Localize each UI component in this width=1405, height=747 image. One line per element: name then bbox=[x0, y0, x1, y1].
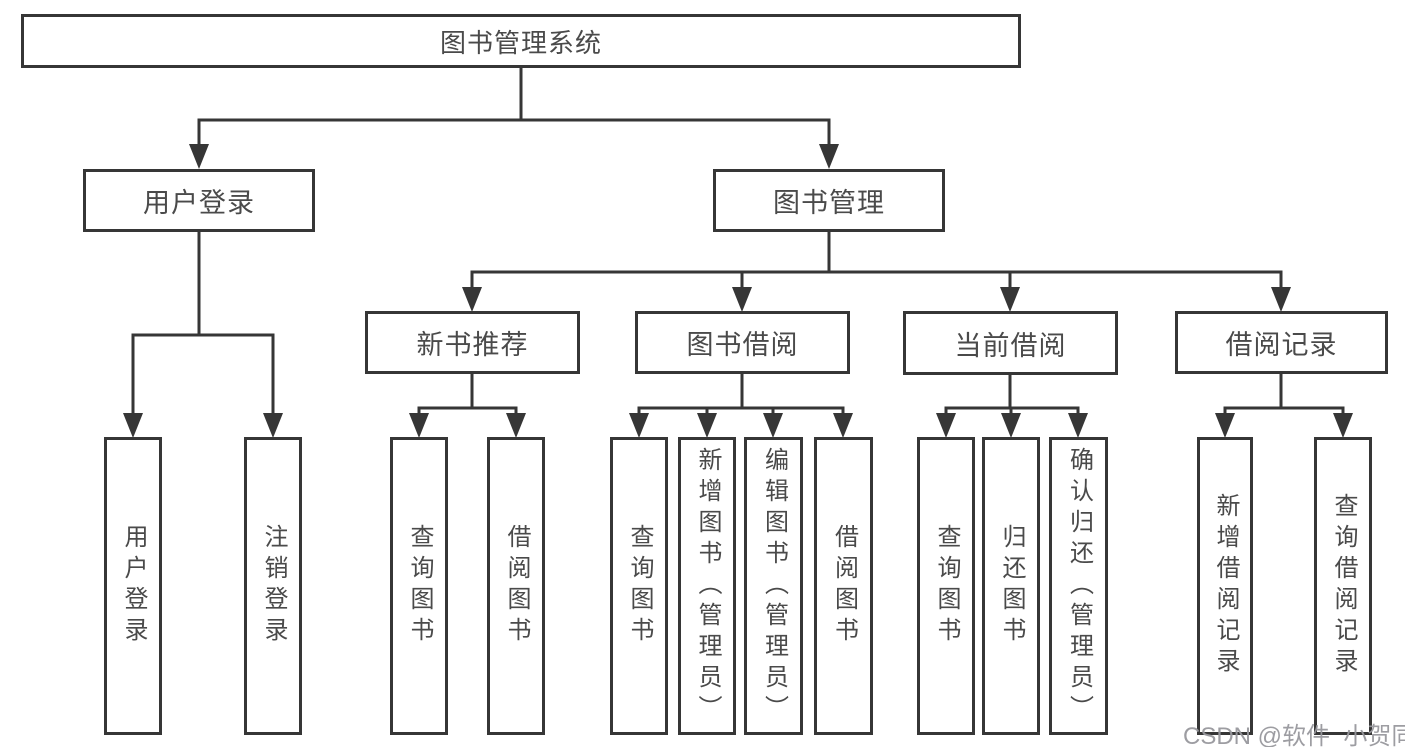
leaf-cb-return-books: 归还图书 bbox=[982, 437, 1040, 735]
node-root: 图书管理系统 bbox=[21, 14, 1021, 68]
leaf-bb-borrow-books: 借阅图书 bbox=[814, 437, 873, 735]
node-book-management: 图书管理 bbox=[713, 169, 945, 232]
node-borrow-records: 借阅记录 bbox=[1175, 311, 1388, 374]
leaf-nbr-borrow-books: 借阅图书 bbox=[487, 437, 545, 735]
node-user-login-label: 用户登录 bbox=[143, 188, 255, 218]
leaf-bb-borrow-books-label: 借阅图书 bbox=[830, 524, 858, 648]
node-user-login: 用户登录 bbox=[83, 169, 315, 232]
leaf-logout: 注销登录 bbox=[244, 437, 302, 735]
leaf-cb-return-books-label: 归还图书 bbox=[998, 524, 1025, 648]
leaf-br-add-record-label: 新增借阅记录 bbox=[1212, 493, 1239, 679]
leaf-bb-query-books-label: 查询图书 bbox=[626, 524, 653, 648]
leaf-cb-confirm-return-label: 确认归还（管理员） bbox=[1065, 446, 1093, 726]
leaf-nbr-borrow-books-label: 借阅图书 bbox=[503, 524, 530, 648]
leaf-user-login-label: 用户登录 bbox=[120, 524, 147, 648]
node-root-label: 图书管理系统 bbox=[439, 27, 602, 58]
node-new-book-recommend: 新书推荐 bbox=[365, 311, 580, 374]
node-borrow-records-label: 借阅记录 bbox=[1225, 330, 1338, 360]
node-book-borrow-label: 图书借阅 bbox=[686, 330, 799, 360]
leaf-cb-query-books: 查询图书 bbox=[917, 437, 975, 735]
leaf-nbr-query-books: 查询图书 bbox=[390, 437, 448, 735]
leaf-br-query-record-label: 查询借阅记录 bbox=[1330, 493, 1357, 679]
node-current-borrow-label: 当前借阅 bbox=[954, 330, 1067, 361]
arrowheads bbox=[123, 144, 1353, 438]
leaf-bb-add-books-label: 新增图书（管理员） bbox=[694, 446, 721, 726]
tree-edges bbox=[131, 66, 1345, 417]
leaf-br-query-record: 查询借阅记录 bbox=[1314, 437, 1372, 735]
leaf-cb-confirm-return: 确认归还（管理员） bbox=[1049, 437, 1108, 735]
leaf-bb-query-books: 查询图书 bbox=[610, 437, 668, 735]
leaf-user-login: 用户登录 bbox=[104, 437, 162, 735]
node-book-management-label: 图书管理 bbox=[773, 188, 885, 218]
leaf-logout-label: 注销登录 bbox=[260, 524, 287, 648]
leaf-bb-edit-books-label: 编辑图书（管理员） bbox=[760, 446, 788, 726]
node-current-borrow: 当前借阅 bbox=[903, 311, 1118, 375]
node-book-borrow: 图书借阅 bbox=[635, 311, 850, 374]
leaf-nbr-query-books-label: 查询图书 bbox=[406, 524, 433, 648]
node-new-book-recommend-label: 新书推荐 bbox=[416, 330, 529, 360]
leaf-bb-add-books: 新增图书（管理员） bbox=[678, 437, 736, 735]
leaf-bb-edit-books: 编辑图书（管理员） bbox=[744, 437, 803, 735]
leaf-cb-query-books-label: 查询图书 bbox=[933, 524, 960, 648]
csdn-watermark: CSDN @软件_小贺同学 bbox=[1183, 723, 1405, 747]
leaf-br-add-record: 新增借阅记录 bbox=[1197, 437, 1253, 735]
